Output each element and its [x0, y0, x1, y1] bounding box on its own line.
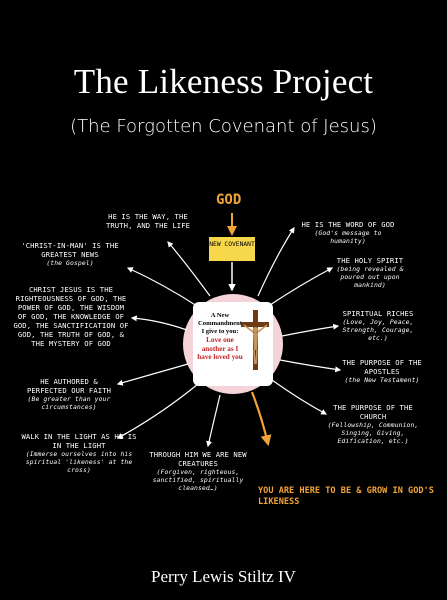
label-holy-spirit: The Holy Spirit (being revealed & poured…	[336, 256, 404, 289]
arrow-christ-in-man	[126, 267, 201, 309]
label-authored: He authored & perfected our faith (Be gr…	[26, 377, 112, 411]
commandment-text: Love one another as I have loved you	[197, 336, 243, 362]
arrow-word	[257, 226, 295, 297]
book-subtitle: (The Forgotten Covenant of Jesus)	[70, 116, 377, 137]
author-name: Perry Lewis Stiltz IV	[151, 567, 296, 586]
arrow-new-creatures	[206, 394, 221, 448]
arrow-way	[167, 241, 211, 297]
you-are-here-label: YOU ARE HERE TO BE & GROW IN GOD'S LIKEN…	[258, 486, 434, 507]
commandment-box: A New Commandment I give to you: Love on…	[193, 302, 273, 386]
arrow-holy-spirit	[269, 267, 334, 306]
book-title: The Likeness Project	[73, 62, 374, 101]
arrow-apostles	[279, 359, 342, 373]
arrow-walk	[116, 383, 199, 439]
commandment-header: A New Commandment I give to you:	[198, 312, 242, 335]
label-way: He is the way, the truth, and the life	[105, 212, 191, 230]
label-riches: Spiritual riches (Love, Joy, Peace, Stre…	[342, 309, 414, 342]
arrow-authored	[116, 363, 189, 386]
label-apostles: The purpose of the apostles (the New Tes…	[342, 358, 422, 384]
arrow-church	[271, 379, 328, 415]
god-label: GOD	[216, 192, 242, 208]
arrow-righteousness	[130, 315, 188, 331]
label-church: The purpose of the church (Fellowship, C…	[327, 403, 419, 445]
label-walk: Walk in the light as He is in the light …	[21, 432, 137, 474]
arrow-riches	[281, 323, 340, 337]
label-righteousness: Christ Jesus is the righteousness of God…	[13, 285, 129, 348]
label-christ-in-man: 'Christ-in-man' is the greatest news (th…	[21, 241, 119, 267]
label-new-creatures: Through Him we are new creatures (Forgiv…	[149, 450, 247, 492]
new-covenant-box: NEW COVENANT	[209, 237, 255, 261]
crucifix-icon	[241, 310, 269, 370]
label-word: He is the Word of God (God's message to …	[301, 220, 395, 245]
arrow-here	[250, 391, 272, 447]
